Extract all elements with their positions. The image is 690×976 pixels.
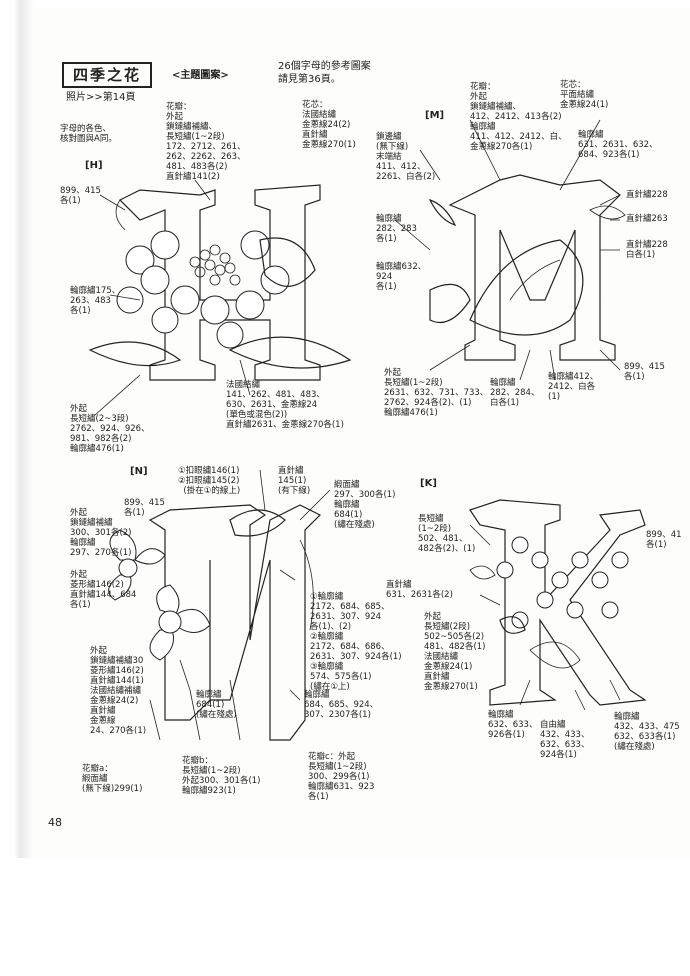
n-satin-note: 緞面繡 297、300各(1) 輪廓繡 684(1) (繡在殘處) (334, 480, 396, 530)
letter-n-illustration (108, 504, 322, 741)
paper (34, 8, 690, 858)
n-stitch-note: ①扣眼繡146(1) ②扣眼繡145(2) (掛在①的線上) (178, 466, 241, 496)
n-straight-note: 直針繡 145(1) (有下線) (278, 466, 311, 496)
m-outline3-note: 輪廓繡632、 924 各(1) (376, 262, 427, 292)
n-petal-c-note: 花瓣c：外起 長短繡(1~2段) 300、299各(1) 輪廓繡631、923 … (308, 752, 375, 802)
section-h-tag: [H] (85, 160, 103, 171)
m-petals-note: 花瓣： 外起 鎖鏈繡補繡、 412、2412、413各(2) 輪廓繡 411、4… (470, 82, 567, 152)
page-number: 48 (48, 816, 62, 829)
m-straight3-note: 直針繡228 白各(1) (626, 240, 668, 260)
reference-line-1: 26個字母的參考圖案 (278, 61, 371, 72)
scan-background (0, 858, 690, 976)
hydrangea-leaf (259, 237, 316, 287)
h-petals-note: 花瓣： 外起 鎖鏈繡補繡、 長短繡(1~2段) 172、2712、261、 26… (166, 102, 246, 182)
lily-flower (469, 239, 584, 336)
h-outer-note: 外起 長短繡(2~3段) 2762、924、926、 981、982各(2) 輪… (70, 404, 150, 454)
n-petal-b-note: 花瓣b： 長短繡(1~2段) 外起300、301各(1) 輪廓繡923(1) (182, 756, 261, 796)
h-core-note: 花芯： 法國結繡 金蔥線24(2) 直針繡 金蔥線270(1) (302, 100, 356, 150)
leader-lines (94, 119, 621, 711)
h-899-note: 899、415 各(1) (60, 186, 101, 206)
n-outline1-note: 輪廓繡 684(1) (繡在殘處) (196, 690, 237, 720)
k-leaf (499, 616, 526, 634)
lily-leaf (429, 283, 471, 324)
m-straight2-note: 直針繡263 (626, 214, 668, 224)
n-petal-a-note: 花瓣a： 緞面繡 (無下線)299(1) (82, 764, 143, 794)
daffodil-upper (108, 529, 166, 601)
n-outline2-note: 輪廓繡 684、685、924、 307、2307各(1) (304, 690, 379, 720)
k-outer-note: 外起 長短繡(2段) 502~505各(2) 481、482各(1) 法國結繡 … (424, 612, 486, 692)
lily-bud (428, 198, 457, 227)
leaf-left (88, 341, 182, 367)
m-straight1-note: 直針繡228 (626, 190, 668, 200)
k-899-note: 899、41 各(1) (646, 530, 682, 550)
k-straight-note: 直針繡 631、2631各(2) (386, 580, 453, 600)
n-outer1-note: 外起 鎖鏈繡補繡 300、301各(2) 輪廓繡 297、270各(1) (70, 508, 132, 558)
forget-me-not-cluster (496, 536, 629, 629)
hydrangea-cluster (116, 230, 290, 349)
m-outer-note: 外起 長短繡(1~2段) 2631、632、731、733、 2762、924各… (384, 368, 489, 418)
letter-m-illustration (428, 174, 626, 361)
reference-note: 26個字母的參考圖案 請見第36頁。 (278, 60, 371, 86)
n-outer2-note: 外起 菱形繡146(2) 直針繡144、684 各(1) (70, 570, 137, 610)
letter-h-illustration (88, 184, 352, 381)
butterfly (229, 509, 286, 537)
leaf-right (228, 336, 352, 369)
daffodil-lower (149, 584, 211, 661)
m-running-note: 鎖邊繡 (無下線) 末端結 411、412、 2261、白各(2) (376, 132, 436, 182)
m-outline5-note: 輪廓繡412、 2412、白各 (1) (548, 372, 599, 402)
m-outline4-note: 輪廓繡 282、284、 白各(1) (490, 378, 540, 408)
n-outer3-note: 外起 鎖鏈繡補繡30 菱形繡146(2) 直針繡144(1) 法國結繡補繡 金蔥… (90, 646, 147, 736)
k-free-note: 自由繡 432、433、 632、633、 924各(1) (540, 720, 590, 760)
h-letter-color-note: 字母的各色、 核對圖與A同。 (60, 124, 117, 144)
section-n-tag: [N] (130, 466, 148, 477)
section-m-tag: [M] (425, 110, 445, 121)
m-core-note: 花芯： 平面結繡 金蔥線24(1) (560, 80, 609, 110)
h-outline-note: 輪廓繡175、 263、483 各(1) (70, 286, 121, 316)
page-subtitle: 照片>>第14頁 (66, 92, 136, 103)
theme-label: <主題圖案> (172, 70, 229, 81)
h-french-note: 法國結繡 141、262、481、483、 630、2631、金蔥線24 (單色… (226, 380, 344, 430)
reference-line-2: 請見第36頁。 (278, 74, 341, 85)
letter-k-illustration (469, 499, 647, 706)
book-gutter (0, 0, 34, 976)
m-899-note: 899、415 各(1) (624, 362, 665, 382)
section-k-tag: [K] (420, 478, 437, 489)
n-899-note: 899、415 各(1) (124, 498, 165, 518)
k-outline1-note: 輪廓繡 632、633、 926各(1) (488, 710, 538, 740)
k-outline2-note: 輪廓繡 432、433、475 632、633各(1) (繡在殘處) (614, 712, 680, 752)
m-outline2-note: 輪廓繡 282、283 各(1) (376, 214, 417, 244)
n-numbered-note: ①輪廓繡 2172、684、685、 2631、307、924 各(1)、(2)… (310, 592, 402, 692)
page-title: 四季之花 (62, 62, 152, 88)
m-outline1-note: 輪廓繡 631、2631、632、 684、923各(1) (578, 130, 658, 160)
k-long-note: 長短繡 (1~2段) 502、481、 482各(2)、(1) (418, 514, 476, 554)
